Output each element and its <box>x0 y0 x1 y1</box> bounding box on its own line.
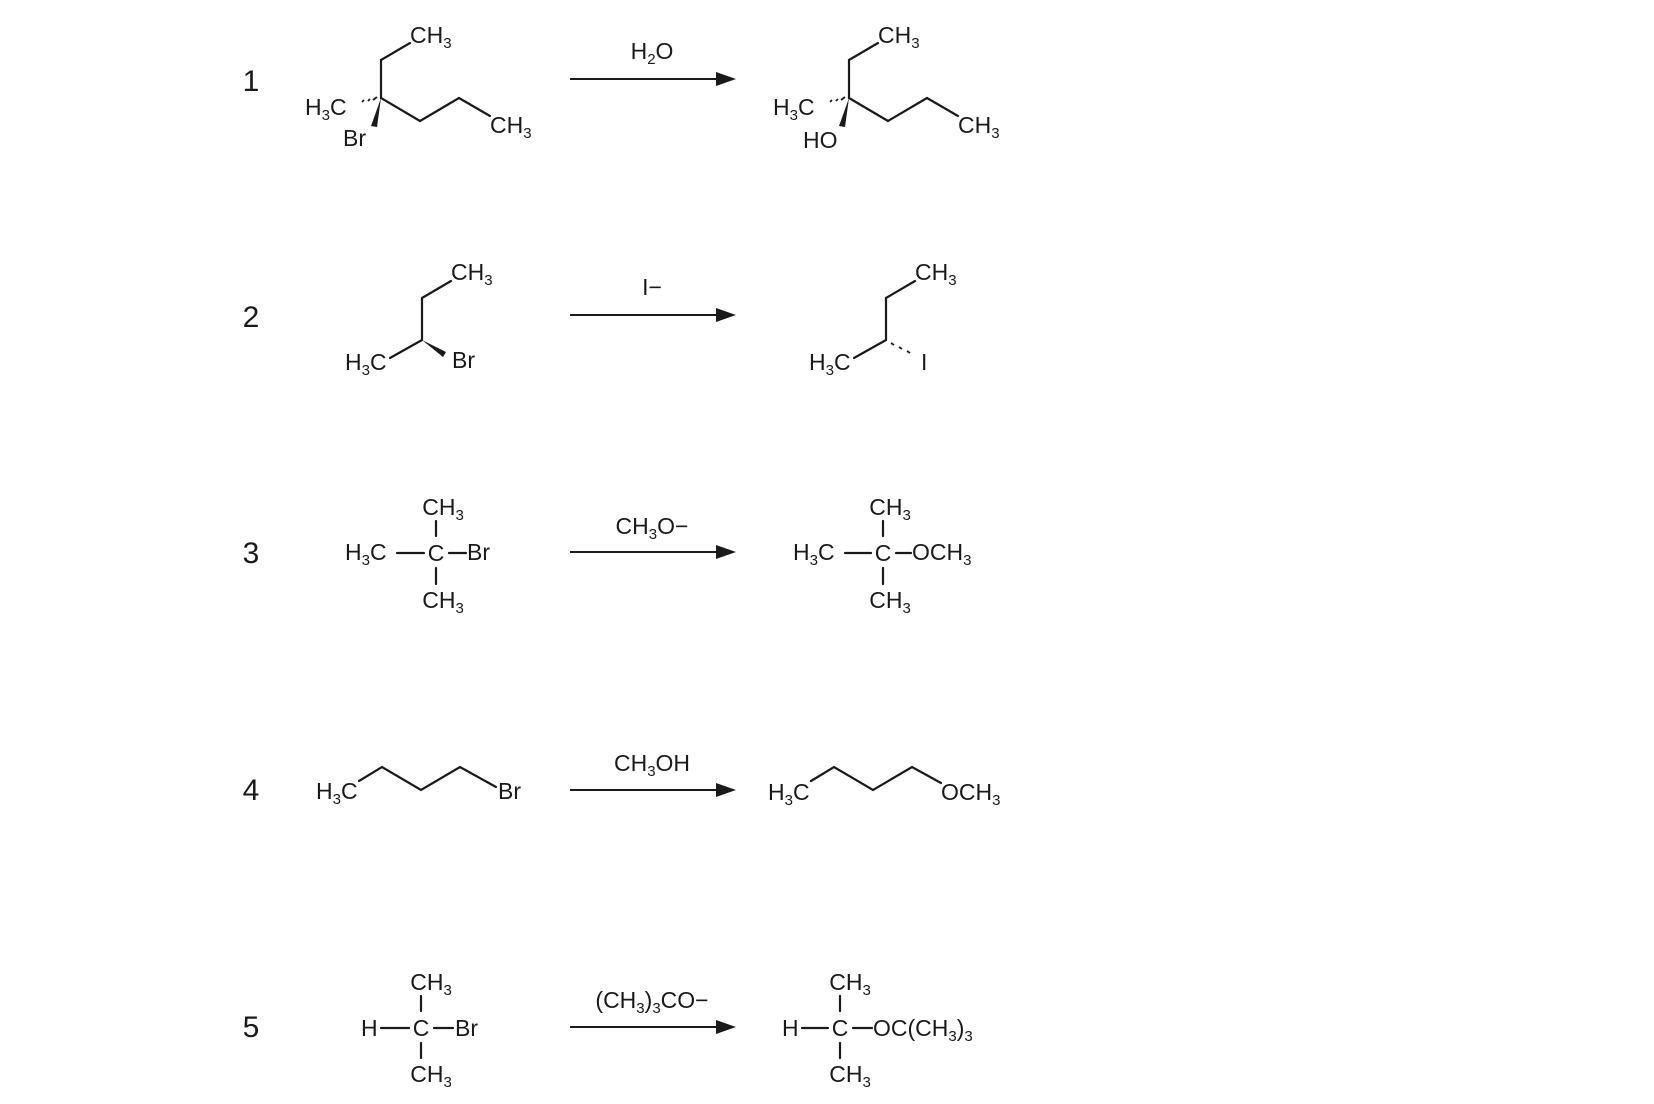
product-3: CH3 H3C C OCH3 CH3 <box>793 494 971 617</box>
reaction-5: 5 CH3 H C Br CH3 (CH3)3CO− CH3 H C OC(CH… <box>243 969 973 1091</box>
reaction-number: 3 <box>243 537 260 570</box>
reaction-arrow-1: H2O <box>570 38 736 86</box>
product-top-group: CH3 <box>915 259 957 289</box>
reactant-right-group: CH3 <box>490 112 532 142</box>
reaction-2: 2 CH3 H3C Br I− CH3 H3C I <box>243 259 957 379</box>
reagent-label: I− <box>642 274 662 300</box>
reactant-right-group: Br <box>455 1015 478 1041</box>
reactant-left-group: H3C <box>345 539 387 569</box>
reaction-3: 3 CH3 H3C C Br CH3 CH3O− CH3 H3C C OCH3 <box>243 494 972 617</box>
product-left-group: H3C <box>793 539 835 569</box>
product-top-group: CH3 <box>829 969 871 999</box>
reactant-bottom-group: CH3 <box>422 587 464 617</box>
reactant-top-group: CH3 <box>410 969 452 999</box>
reagent-label: (CH3)3CO− <box>595 987 708 1017</box>
product-left-group: H <box>782 1015 799 1041</box>
reactant-2: CH3 H3C Br <box>345 259 493 379</box>
product-center-atom: C <box>875 540 892 566</box>
product-right-group: OCH3 <box>941 779 1000 809</box>
reactant-bottom-group: Br <box>343 125 366 151</box>
reactant-top-group: CH3 <box>410 22 452 52</box>
reaction-arrow-4: CH3OH <box>570 750 736 797</box>
reactant-5: CH3 H C Br CH3 <box>361 969 478 1091</box>
dashed-bond <box>361 96 378 103</box>
product-bottom-group: CH3 <box>869 587 911 617</box>
reactant-center-atom: C <box>413 1015 430 1041</box>
reactant-4: H3C Br <box>316 765 521 808</box>
reactant-left-group: H3C <box>345 349 387 379</box>
product-left-group: H3C <box>809 349 851 379</box>
product-right-group: OC(CH3)3 <box>873 1015 973 1045</box>
product-4: H3C OCH3 <box>768 765 1000 809</box>
wedge-bond <box>371 98 381 127</box>
product-left-group: H3C <box>768 779 810 809</box>
product-left-group: H3C <box>773 94 815 124</box>
reactant-left-group: H3C <box>316 778 358 808</box>
reaction-arrow-3: CH3O− <box>570 513 736 559</box>
product-5: CH3 H C OC(CH3)3 CH3 <box>782 969 973 1091</box>
reagent-label: H2O <box>631 38 674 68</box>
product-1: CH3 H3C HO CH3 <box>773 22 1000 153</box>
reagent-label: CH3O− <box>616 513 689 543</box>
product-right-group: OCH3 <box>912 539 971 569</box>
product-top-group: CH3 <box>878 22 920 52</box>
product-bottom-group: CH3 <box>829 1061 871 1091</box>
dashed-bond <box>890 342 911 354</box>
reactant-right-group: Br <box>452 347 475 373</box>
reactant-3: CH3 H3C C Br CH3 <box>345 494 490 617</box>
reactant-center-atom: C <box>428 540 445 566</box>
reaction-4: 4 H3C Br CH3OH H3C OCH3 <box>243 750 1001 809</box>
reaction-number: 5 <box>243 1011 260 1044</box>
reaction-number: 4 <box>243 774 260 807</box>
dashed-bond <box>829 96 846 103</box>
product-right-group: I <box>921 349 927 375</box>
reaction-arrow-2: I− <box>570 274 736 322</box>
product-bottom-group: HO <box>803 127 838 153</box>
wedge-bond <box>839 98 849 127</box>
reactant-left-group: H3C <box>305 94 347 124</box>
product-center-atom: C <box>832 1015 849 1041</box>
reactant-bottom-group: CH3 <box>410 1061 452 1091</box>
reaction-arrow-5: (CH3)3CO− <box>570 987 736 1034</box>
product-right-group: CH3 <box>958 112 1000 142</box>
reactant-1: CH3 H3C Br CH3 <box>305 22 532 151</box>
reactant-right-group: Br <box>467 539 490 565</box>
reactant-top-group: CH3 <box>451 259 493 289</box>
product-2: CH3 H3C I <box>809 259 957 379</box>
wedge-bond <box>422 340 446 357</box>
product-top-group: CH3 <box>869 494 911 524</box>
reaction-1: 1 CH3 H3C Br CH3 H2O <box>243 22 1000 153</box>
reagent-label: CH3OH <box>614 750 690 780</box>
reactant-left-group: H <box>361 1015 378 1041</box>
reaction-number: 1 <box>243 65 260 98</box>
reaction-number: 2 <box>243 301 260 334</box>
reactant-top-group: CH3 <box>422 494 464 524</box>
reactant-right-group: Br <box>498 778 521 804</box>
